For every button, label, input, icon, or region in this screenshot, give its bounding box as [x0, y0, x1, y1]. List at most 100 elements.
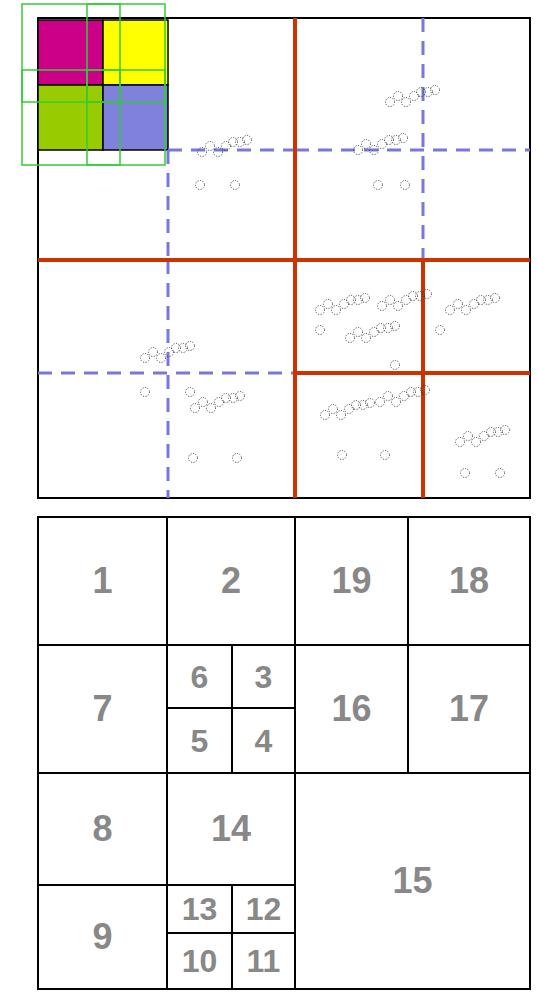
image-frame	[38, 18, 530, 498]
dotted-particles	[141, 86, 510, 478]
particle	[484, 296, 493, 305]
cell-outline	[408, 517, 530, 645]
cell-outline	[167, 645, 232, 708]
particle	[386, 296, 395, 305]
cell-number: 12	[246, 893, 282, 925]
particle	[394, 302, 403, 311]
particle	[424, 88, 433, 97]
particle	[370, 328, 379, 337]
green-block	[38, 85, 103, 150]
cell-number: 14	[211, 811, 251, 847]
particle	[359, 401, 368, 410]
numbered-cell: 4	[232, 708, 295, 773]
particle	[316, 306, 325, 315]
cell-number: 3	[255, 661, 273, 693]
cell-number: 4	[255, 725, 273, 757]
particle	[494, 428, 503, 437]
window	[22, 4, 120, 102]
split-line	[38, 258, 530, 262]
particle	[436, 326, 445, 335]
particle	[196, 181, 205, 190]
split-line	[38, 372, 295, 375]
window	[87, 70, 165, 165]
particle	[354, 146, 363, 155]
cell-number: 5	[191, 725, 209, 757]
cell-number: 9	[92, 919, 112, 955]
cell-outline	[167, 517, 295, 645]
numbered-cell: 1	[38, 517, 167, 645]
particle	[222, 142, 231, 151]
particle	[207, 404, 216, 413]
particle	[392, 136, 401, 145]
particle	[402, 98, 411, 107]
numbered-cell: 11	[232, 933, 295, 989]
particle	[381, 451, 390, 460]
particle	[186, 388, 195, 397]
particle	[491, 294, 500, 303]
numbered-cell: 12	[232, 885, 295, 933]
particle	[186, 342, 195, 351]
particle	[391, 322, 400, 331]
numbered-cell: 14	[167, 773, 295, 885]
cell-outline	[232, 933, 295, 989]
numbered-cell: 19	[295, 517, 408, 645]
numbered-cell: 16	[295, 645, 408, 773]
cell-outline	[232, 885, 295, 933]
cell-outline	[38, 517, 167, 645]
cell-outline	[408, 645, 530, 773]
particle	[402, 296, 411, 305]
particle	[324, 300, 333, 309]
split-line	[167, 260, 170, 498]
numbered-cell: 15	[295, 773, 530, 989]
particle	[191, 404, 200, 413]
split-line	[295, 371, 530, 375]
cell-outline	[232, 645, 295, 708]
particle	[394, 92, 403, 101]
split-line	[421, 260, 425, 498]
particle	[446, 306, 455, 315]
particle	[400, 392, 409, 401]
particle	[496, 469, 505, 478]
cell-number: 1	[92, 563, 112, 599]
color-blocks	[38, 20, 168, 150]
particle	[378, 302, 387, 311]
cell-number: 15	[392, 863, 432, 899]
cell-outline	[38, 773, 167, 885]
particle	[384, 392, 393, 401]
particle	[362, 334, 371, 343]
particle	[366, 399, 375, 408]
particle	[376, 398, 385, 407]
window	[87, 4, 165, 102]
particle	[410, 92, 419, 101]
particle	[215, 398, 224, 407]
numbered-cell: 13	[167, 885, 232, 933]
particle	[399, 134, 408, 143]
particle	[354, 328, 363, 337]
yellow-block	[103, 20, 168, 85]
particle	[464, 432, 473, 441]
particle	[423, 290, 432, 299]
particle	[141, 354, 150, 363]
red-splits	[38, 18, 530, 498]
particle	[386, 98, 395, 107]
numbered-cell: 5	[167, 708, 232, 773]
magenta-block	[38, 20, 103, 85]
particle	[321, 411, 330, 420]
particle	[416, 292, 425, 301]
particle	[401, 181, 410, 190]
numbered-cell: 9	[38, 885, 167, 989]
cell-number: 2	[221, 563, 241, 599]
numbered-cell: 7	[38, 645, 167, 773]
particle	[456, 438, 465, 447]
particle	[374, 181, 383, 190]
particle	[462, 306, 471, 315]
particle	[354, 296, 363, 305]
cell-outline	[167, 933, 232, 989]
particle	[480, 432, 489, 441]
window	[22, 70, 120, 165]
particle	[332, 306, 341, 315]
particle	[329, 405, 338, 414]
cell-number: 6	[191, 661, 209, 693]
particle	[236, 392, 245, 401]
cell-number: 13	[182, 893, 218, 925]
